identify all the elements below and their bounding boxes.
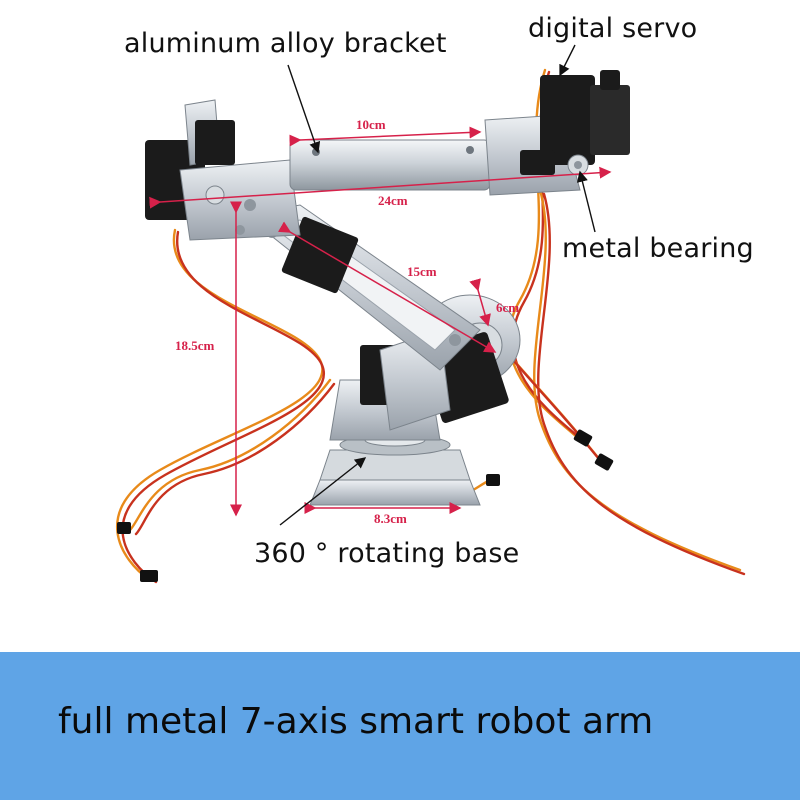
- title-banner: full metal 7-axis smart robot arm: [0, 652, 800, 800]
- dimension-18-5cm: 18.5cm: [175, 338, 215, 353]
- dimension-8-3cm: 8.3cm: [374, 511, 407, 526]
- wrist-assembly: [145, 99, 301, 241]
- robot-arm-illustration: [116, 44, 746, 584]
- dimension-10cm: 10cm: [356, 117, 386, 132]
- label-aluminum-alloy-bracket: aluminum alloy bracket: [124, 28, 447, 59]
- dimension-15cm: 15cm: [407, 264, 437, 279]
- dimension-6cm: 6cm: [496, 300, 520, 315]
- label-metal-bearing: metal bearing: [562, 233, 754, 264]
- wire-connectors: [117, 429, 614, 582]
- banner-title: full metal 7-axis smart robot arm: [58, 701, 654, 742]
- dimension-24cm: 24cm: [378, 193, 408, 208]
- label-rotating-base: 360 ° rotating base: [254, 538, 520, 569]
- callout-pointers: [279, 44, 596, 526]
- dimension-lines: [149, 126, 612, 517]
- label-digital-servo: digital servo: [528, 13, 698, 44]
- product-photo: aluminum alloy bracket digital servo met…: [116, 13, 754, 584]
